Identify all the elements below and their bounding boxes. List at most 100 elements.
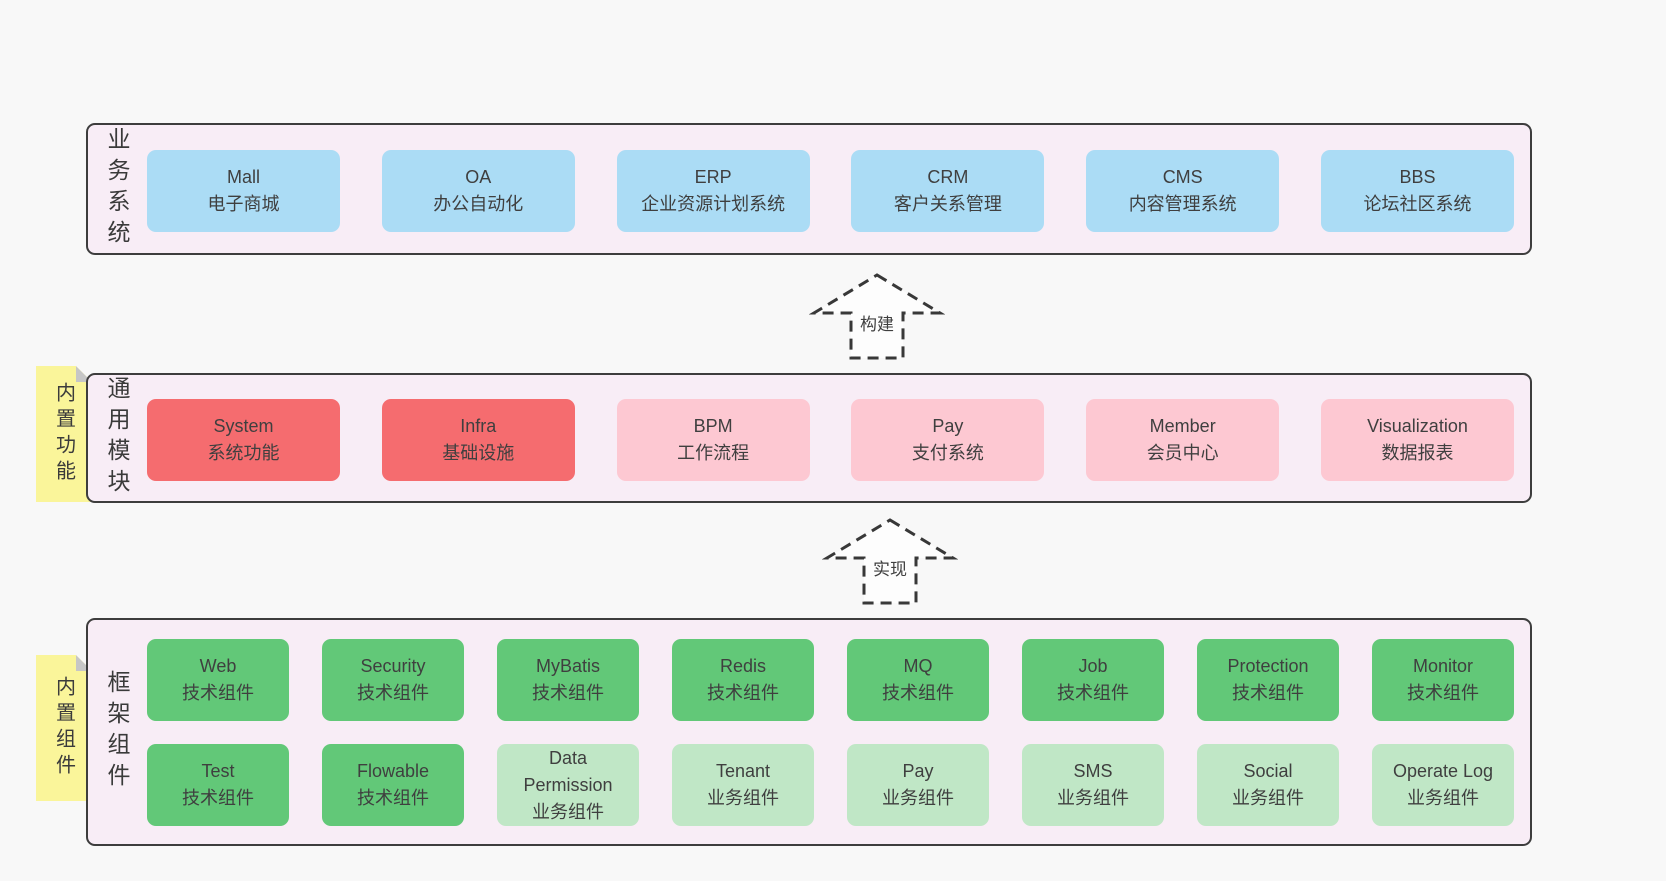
- box-job: Job 技术组件: [1022, 639, 1164, 721]
- box-title: Social: [1243, 761, 1293, 781]
- box-subtitle: 电子商城: [207, 194, 280, 214]
- box-bpm: BPM 工作流程: [616, 399, 810, 481]
- box-subtitle: 业务组件: [1407, 788, 1479, 808]
- box-subtitle: 业务组件: [532, 801, 604, 822]
- box-tenant: Tenant 业务组件: [672, 744, 814, 826]
- box-oa: OA 办公自动化: [381, 150, 575, 232]
- box-subtitle: 技术组件: [357, 683, 429, 703]
- box-subtitle: 技术组件: [1057, 683, 1129, 703]
- box-security: Security 技术组件: [322, 639, 464, 721]
- box-title: MQ: [903, 656, 933, 676]
- tag-built-in-components: 内置组件: [36, 655, 92, 801]
- box-operate-log: Operate Log 业务组件: [1372, 744, 1514, 826]
- box-protection: Protection 技术组件: [1197, 639, 1339, 721]
- box-test: Test 技术组件: [147, 744, 289, 826]
- box-subtitle: 会员中心: [1146, 443, 1219, 463]
- box-subtitle: 业务组件: [1232, 788, 1304, 808]
- box-subtitle: 客户关系管理: [893, 194, 1002, 214]
- box-subtitle: 论坛社区系统: [1363, 194, 1472, 214]
- box-pay-system: Pay 支付系统: [851, 399, 1045, 481]
- box-mall: Mall 电子商城: [147, 150, 340, 232]
- box-title: ERP: [694, 167, 732, 187]
- box-title: Web: [199, 656, 237, 676]
- box-pay-component: Pay 业务组件: [847, 744, 989, 826]
- box-subtitle: 办公自动化: [433, 194, 524, 214]
- box-title: Flowable: [356, 761, 430, 781]
- box-title: Infra: [460, 416, 497, 436]
- box-title: Pay: [932, 416, 964, 436]
- box-subtitle: 业务组件: [882, 788, 954, 808]
- box-member: Member 会员中心: [1086, 399, 1280, 481]
- panel-label-business: 业务系统: [104, 127, 130, 251]
- arrow-label: 构建: [860, 315, 894, 334]
- box-subtitle: 系统功能: [207, 443, 280, 463]
- box-subtitle: 支付系统: [911, 443, 984, 463]
- box-title: Data Permission: [523, 747, 613, 795]
- box-data-permission: Data Permission 业务组件: [497, 744, 639, 826]
- box-subtitle: 业务组件: [707, 788, 779, 808]
- framework-row-1: Web 技术组件 Security 技术组件 MyBatis 技术组件 Redi…: [147, 639, 1514, 721]
- box-title: Pay: [902, 761, 934, 781]
- box-crm: CRM 客户关系管理: [851, 150, 1045, 232]
- arrow-label: 实现: [873, 560, 907, 579]
- box-mybatis: MyBatis 技术组件: [497, 639, 639, 721]
- box-title: BPM: [693, 416, 733, 436]
- box-subtitle: 技术组件: [357, 788, 429, 808]
- panel-label-modules: 通用模块: [104, 376, 130, 500]
- panel-label-framework: 框架组件: [104, 670, 130, 794]
- common-modules-panel: 通用模块 System 系统功能 Infra 基础设施 BPM 工作流程 Pay…: [86, 373, 1532, 503]
- box-title: Protection: [1227, 656, 1309, 676]
- box-title: Visualization: [1367, 416, 1468, 436]
- box-subtitle: 业务组件: [1057, 788, 1129, 808]
- box-system: System 系统功能: [147, 399, 340, 481]
- box-title: Monitor: [1412, 656, 1474, 676]
- box-subtitle: 技术组件: [1232, 683, 1304, 703]
- tag-label: 内置功能: [52, 382, 75, 486]
- implement-arrow-icon: 实现: [822, 518, 958, 605]
- box-title: Member: [1149, 416, 1216, 436]
- box-subtitle: 技术组件: [182, 683, 254, 703]
- box-social: Social 业务组件: [1197, 744, 1339, 826]
- box-subtitle: 技术组件: [707, 683, 779, 703]
- box-cms: CMS 内容管理系统: [1086, 150, 1280, 232]
- framework-components-panel: 框架组件 Web 技术组件 Security 技术组件 MyBatis 技术组件…: [86, 618, 1532, 846]
- box-subtitle: 基础设施: [442, 443, 515, 463]
- box-title: Security: [360, 656, 426, 676]
- tag-label: 内置组件: [52, 676, 75, 780]
- box-redis: Redis 技术组件: [672, 639, 814, 721]
- box-title: CMS: [1162, 167, 1203, 187]
- box-title: MyBatis: [535, 656, 600, 676]
- box-title: Redis: [719, 656, 767, 676]
- box-bbs: BBS 论坛社区系统: [1320, 150, 1514, 232]
- box-subtitle: 技术组件: [882, 683, 954, 703]
- box-title: System: [213, 416, 274, 436]
- box-title: Mall: [226, 167, 260, 187]
- box-subtitle: 技术组件: [182, 788, 254, 808]
- build-arrow-icon: 构建: [809, 273, 945, 360]
- tag-built-in-features: 内置功能: [36, 366, 92, 502]
- box-title: Job: [1078, 656, 1108, 676]
- box-sms: SMS 业务组件: [1022, 744, 1164, 826]
- box-title: OA: [465, 167, 492, 187]
- box-subtitle: 技术组件: [532, 683, 604, 703]
- box-erp: ERP 企业资源计划系统: [616, 150, 810, 232]
- box-title: Tenant: [715, 761, 771, 781]
- arrow-up-shape: [809, 273, 945, 360]
- business-systems-panel: 业务系统 Mall 电子商城 OA 办公自动化 ERP 企业资源计划系统 CRM…: [86, 123, 1532, 255]
- modules-boxes-row: System 系统功能 Infra 基础设施 BPM 工作流程 Pay 支付系统…: [147, 399, 1514, 481]
- box-visualization: Visualization 数据报表: [1320, 399, 1514, 481]
- box-subtitle: 内容管理系统: [1128, 194, 1237, 214]
- framework-row-2: Test 技术组件 Flowable 技术组件 Data Permission …: [147, 744, 1514, 826]
- box-title: CRM: [927, 167, 969, 187]
- box-title: SMS: [1073, 761, 1113, 781]
- business-boxes-row: Mall 电子商城 OA 办公自动化 ERP 企业资源计划系统 CRM 客户关系…: [147, 150, 1514, 232]
- box-title: Test: [201, 761, 235, 781]
- arrow-up-shape: [822, 518, 958, 605]
- box-subtitle: 技术组件: [1407, 683, 1479, 703]
- box-subtitle: 工作流程: [677, 443, 750, 463]
- box-web: Web 技术组件: [147, 639, 289, 721]
- box-monitor: Monitor 技术组件: [1372, 639, 1514, 721]
- box-title: Operate Log: [1392, 761, 1494, 781]
- box-infra: Infra 基础设施: [381, 399, 575, 481]
